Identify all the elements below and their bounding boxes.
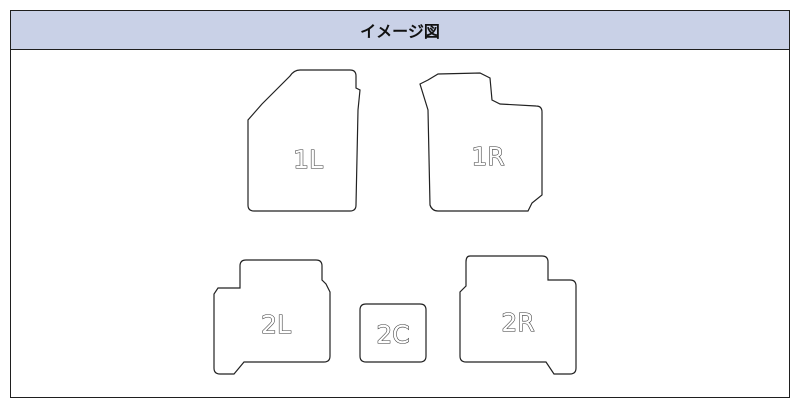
mat-front-left: 1L	[247, 69, 361, 212]
mat-label-2r: 2R	[501, 308, 534, 337]
panel-title: イメージ図	[11, 11, 789, 50]
mat-label-2l: 2L	[261, 310, 291, 339]
mat-rear-right: 2R	[459, 255, 577, 375]
mat-rear-left: 2L	[213, 259, 331, 375]
mat-label-1r: 1R	[471, 142, 504, 171]
mat-label-2c: 2C	[376, 320, 409, 349]
mat-front-right: 1R	[419, 72, 543, 212]
mat-rear-center: 2C	[359, 303, 427, 363]
mat-label-1l: 1L	[293, 145, 323, 174]
